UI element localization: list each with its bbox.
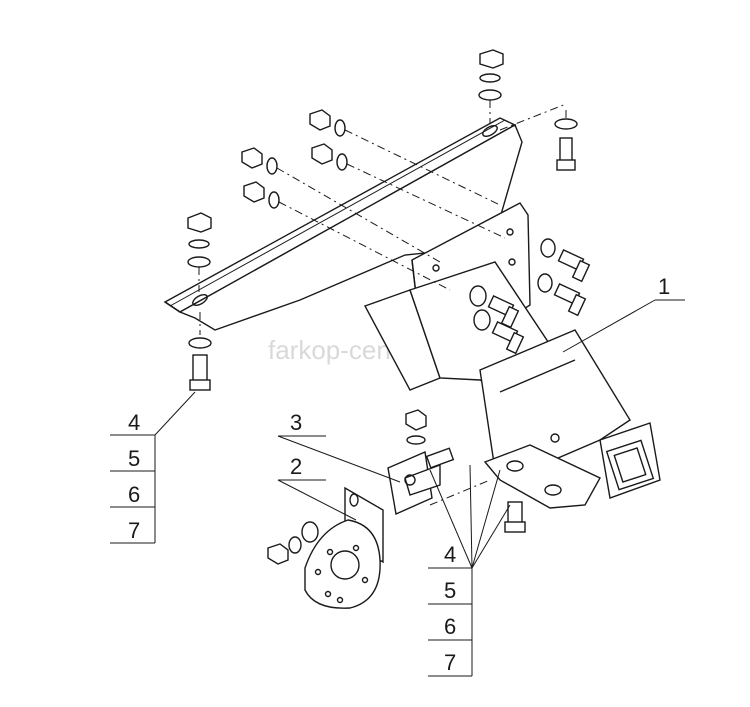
left-bolt bbox=[188, 312, 212, 391]
top-right-nut-stack bbox=[478, 49, 504, 124]
fastener-table-bottom: 4 5 6 7 bbox=[428, 464, 511, 677]
fastener-table-left: 4 5 6 7 bbox=[110, 391, 196, 544]
diagonal-nut-row-4 bbox=[243, 181, 451, 291]
fastener-left-4: 4 bbox=[128, 410, 140, 435]
fastener-bottom-7: 7 bbox=[444, 650, 456, 675]
diagonal-nut-row-1 bbox=[309, 109, 501, 206]
top-right-bolt bbox=[499, 103, 578, 171]
bottom-bolt bbox=[504, 501, 526, 533]
plate-bolt-lower bbox=[537, 273, 587, 317]
draw-bar bbox=[363, 261, 661, 509]
fastener-bottom-6: 6 bbox=[444, 614, 456, 639]
callout-2-number: 2 bbox=[290, 454, 302, 479]
plate-bolt-middle bbox=[469, 285, 520, 329]
diagonal-nut-row-3 bbox=[241, 147, 441, 263]
socket-bracket-nuts bbox=[267, 521, 319, 565]
callout-1-leader bbox=[562, 299, 685, 353]
mount-plate-part3 bbox=[387, 409, 491, 516]
cross-member bbox=[163, 117, 523, 331]
diagonal-nut-row-2 bbox=[311, 143, 506, 239]
callout-3-leader bbox=[277, 435, 401, 483]
callout-2-leader bbox=[277, 479, 357, 521]
fastener-bottom-5: 5 bbox=[444, 578, 456, 603]
callout-1-number: 1 bbox=[658, 274, 670, 299]
plate-bolt-bottom bbox=[473, 309, 525, 355]
socket-bracket-part2 bbox=[304, 486, 384, 609]
fastener-left-6: 6 bbox=[128, 482, 140, 507]
fastener-left-5: 5 bbox=[128, 446, 140, 471]
fastener-left-7: 7 bbox=[128, 518, 140, 543]
callout-3-number: 3 bbox=[290, 410, 302, 435]
top-left-nut-stack bbox=[187, 212, 212, 292]
fastener-bottom-4: 4 bbox=[444, 542, 456, 567]
plate-bolt-upper bbox=[540, 238, 591, 283]
